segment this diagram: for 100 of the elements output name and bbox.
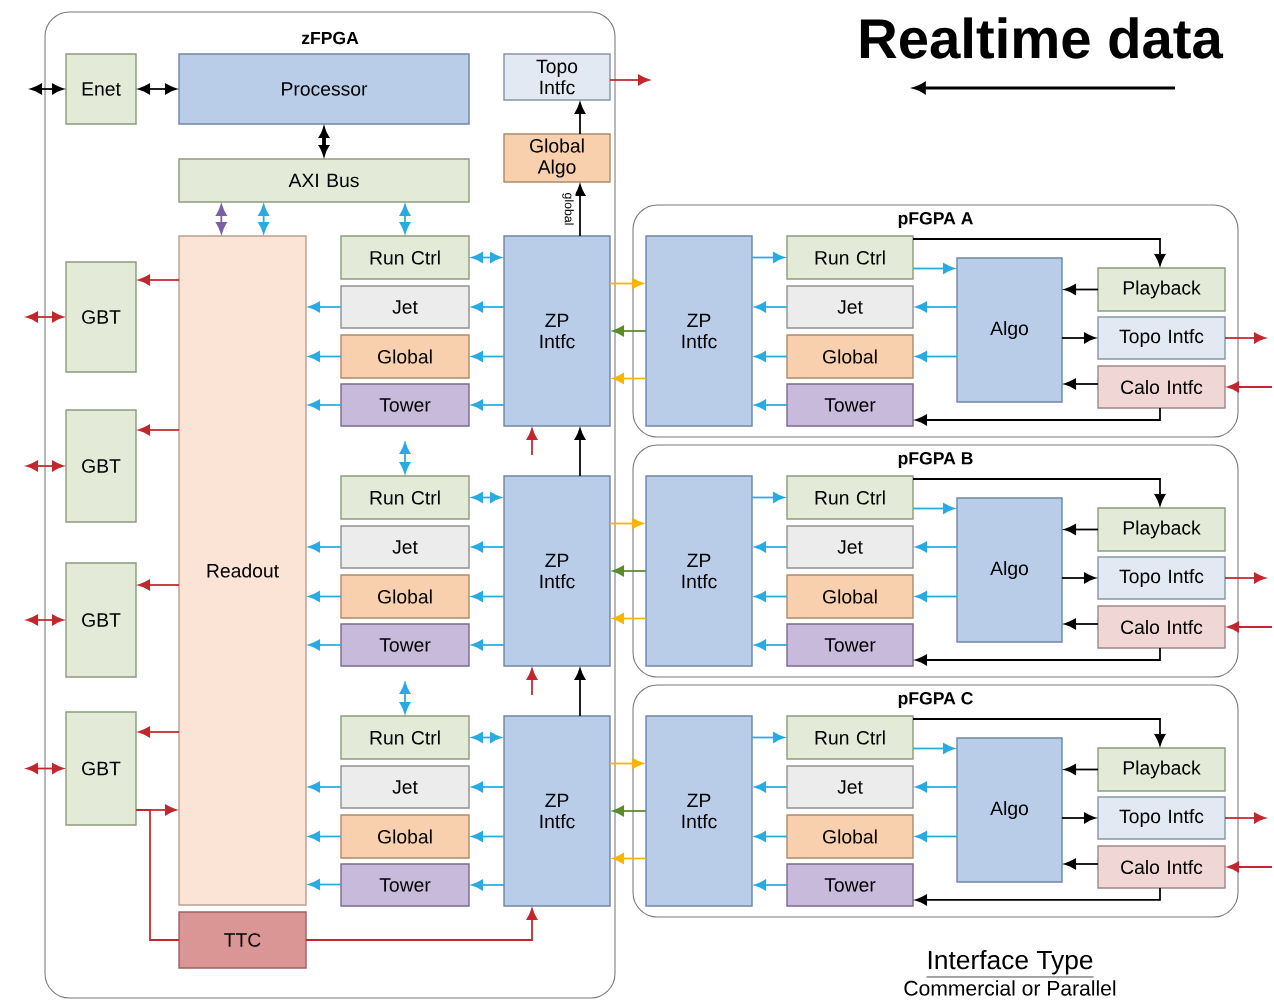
arrow: [308, 351, 342, 362]
block-box: Global Algo: [503, 133, 611, 183]
block-box: Algo: [956, 497, 1063, 643]
arrow: [138, 274, 180, 286]
arrow: [308, 781, 342, 793]
arrow: [1224, 572, 1266, 584]
block-box: Jet: [340, 525, 470, 569]
block-box: Run Ctrl: [340, 475, 470, 520]
arrow: [612, 853, 647, 864]
arrow: [612, 325, 647, 337]
arrow: [305, 908, 538, 941]
arrow: [1064, 524, 1099, 535]
arrow: [612, 805, 647, 817]
block-box: Jet: [340, 765, 470, 809]
arrow: [26, 614, 64, 626]
arrow: [912, 478, 1166, 506]
block-box: Global: [340, 574, 470, 619]
block-box: AXI Bus: [178, 158, 470, 203]
block-box: GBT: [65, 409, 137, 523]
arrow: [612, 565, 647, 577]
arrow: [754, 351, 788, 362]
block-box: GBT: [65, 562, 137, 678]
arrow: [912, 503, 955, 514]
block-box: Global: [786, 574, 914, 619]
block-box: Run Ctrl: [340, 235, 470, 280]
block-box: Topo Intfc: [1097, 556, 1226, 600]
arrow: [216, 204, 227, 234]
block-box: Algo: [956, 257, 1063, 403]
block-box: Topo Intfc: [503, 53, 611, 101]
arrow: [1064, 858, 1099, 870]
block-box: Tower: [340, 623, 470, 667]
arrow: [574, 184, 586, 237]
arrow: [609, 74, 650, 86]
arrow: [471, 831, 505, 842]
arrow: [1227, 861, 1273, 873]
arrow: [915, 407, 1161, 426]
arrow: [574, 668, 586, 717]
arrow: [308, 541, 342, 553]
arrow: [471, 732, 502, 743]
arrow: [609, 518, 644, 529]
legend-heading: Interface Type: [926, 949, 1094, 978]
arrow: [471, 591, 505, 602]
arrow: [912, 238, 1166, 266]
arrow: [751, 732, 785, 743]
block-box: ZP Intfc: [645, 715, 753, 907]
block-box: Global: [340, 334, 470, 379]
arrow: [526, 668, 538, 696]
block-box: Global: [340, 814, 470, 859]
arrow: [138, 424, 180, 436]
arrow: [751, 252, 785, 263]
block-box: ZP Intfc: [645, 475, 753, 667]
arrow: [754, 541, 788, 553]
arrow: [26, 311, 64, 323]
arrow: [1064, 618, 1099, 630]
arrow: [308, 301, 342, 313]
arrow: [138, 579, 180, 591]
arrow: [1227, 381, 1273, 393]
arrow: [471, 781, 505, 793]
arrow: [1227, 621, 1273, 633]
block-box: GBT: [65, 711, 137, 826]
arrow: [754, 639, 788, 651]
block-box: Algo: [956, 737, 1063, 883]
block-box: ZP Intfc: [503, 715, 611, 907]
note-text: Commercial or Parallel: [904, 980, 1116, 996]
arrow: [915, 647, 1161, 666]
block-box: Calo Intfc: [1097, 845, 1226, 889]
arrow: [915, 351, 958, 362]
arrow: [912, 743, 955, 754]
arrow: [26, 763, 64, 774]
block-box: Playback: [1097, 507, 1226, 552]
block-box: Run Ctrl: [786, 235, 914, 280]
arrow: [1064, 764, 1099, 775]
block-box: ZP Intfc: [645, 235, 753, 427]
block-box: Tower: [786, 383, 914, 427]
block-box: ZP Intfc: [503, 235, 611, 427]
arrow: [319, 127, 329, 156]
arrow: [471, 639, 505, 651]
arrow: [471, 399, 505, 411]
arrow: [1061, 332, 1096, 344]
block-box: Jet: [786, 765, 914, 809]
arrow: [754, 591, 788, 602]
block-box: Global: [786, 814, 914, 859]
block-box: Playback: [1097, 747, 1226, 792]
arrow: [609, 278, 644, 289]
arrow: [612, 373, 647, 384]
arrow: [138, 83, 177, 95]
arrow: [399, 204, 411, 234]
arrow: [915, 887, 1161, 906]
arrow: [308, 399, 342, 411]
block-box: Topo Intfc: [1097, 316, 1226, 360]
block-box: Calo Intfc: [1097, 365, 1226, 409]
arrow: [1064, 284, 1099, 295]
arrow: [526, 428, 538, 456]
arrow: [574, 102, 586, 135]
block-box: Jet: [786, 525, 914, 569]
arrow: [308, 831, 342, 842]
arrow: [754, 301, 788, 313]
arrow: [1061, 572, 1096, 584]
block-box: ZP Intfc: [503, 475, 611, 667]
arrow: [471, 252, 502, 263]
